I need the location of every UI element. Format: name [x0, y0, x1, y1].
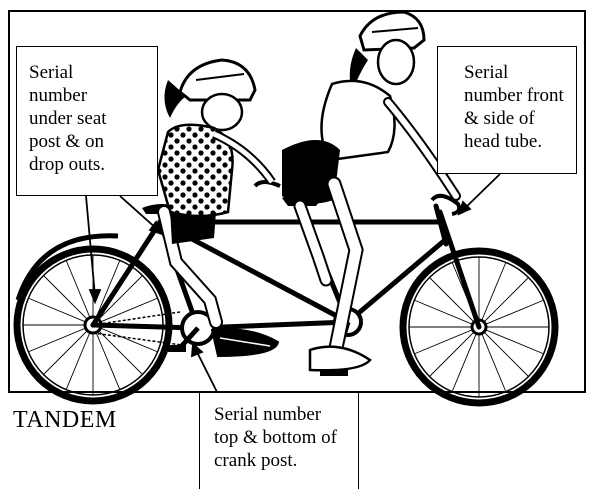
callout-line: post & on — [29, 130, 147, 153]
callout-line: number — [29, 84, 147, 107]
front-rider — [282, 12, 456, 370]
rear-rider — [158, 60, 278, 356]
caption: TANDEM — [13, 407, 117, 434]
callout-line: crank post. — [214, 449, 350, 472]
seat-post-callout: Serial number under seat post & on drop … — [16, 46, 158, 196]
callout-line: under seat — [29, 107, 147, 130]
head-tube-callout: Serial number front & side of head tube. — [437, 46, 577, 174]
callout-line: drop outs. — [29, 153, 147, 176]
crank-post-callout: Serial number top & bottom of crank post… — [199, 392, 359, 489]
callout-line: & side of — [464, 107, 566, 130]
callout-line: number front — [464, 84, 566, 107]
callout-line: top & bottom of — [214, 426, 350, 449]
callout-line: head tube. — [464, 130, 566, 153]
callout-line: Serial — [464, 61, 566, 84]
callout-line: Serial — [29, 61, 147, 84]
callout-line: Serial number — [214, 403, 350, 426]
rear-wheel — [17, 236, 169, 401]
